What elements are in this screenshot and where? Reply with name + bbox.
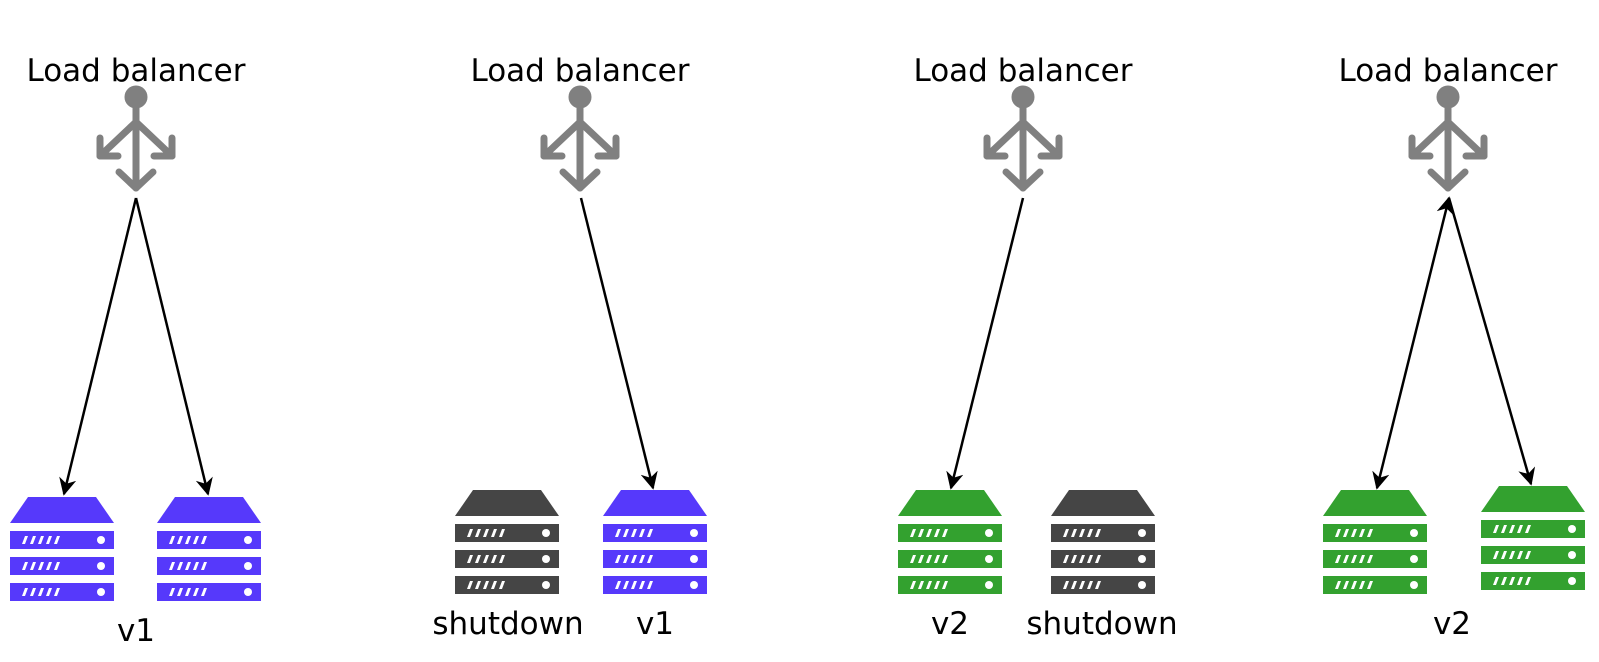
server-rack-unit [1481, 520, 1585, 538]
server-top [1051, 490, 1155, 516]
server-rack-unit [455, 550, 559, 568]
connection-arrow [59, 197, 138, 496]
server-top [603, 490, 707, 516]
panel-2: Load balancer shutdown v1 [432, 53, 707, 642]
panel-4: Load balancer v2 [1323, 53, 1585, 642]
load-balancer-icon [100, 86, 172, 188]
server-rack-unit [1051, 550, 1155, 568]
server-rack-unit [455, 576, 559, 594]
connection-arrow [1372, 196, 1454, 490]
server-icon [603, 490, 707, 594]
server-top [157, 497, 261, 523]
panel-1: Load balancer v1 [10, 53, 261, 649]
server-rack-unit [1481, 546, 1585, 564]
server-rack-unit [157, 583, 261, 601]
load-balancer-label: Load balancer [913, 53, 1132, 89]
server-top [455, 490, 559, 516]
server-label: v2 [1433, 606, 1471, 642]
connection-arrow [1447, 197, 1536, 486]
load-balancer-icon [987, 86, 1059, 188]
server-top [1323, 490, 1427, 516]
server-rack-unit [898, 550, 1002, 568]
server-rack-unit [603, 550, 707, 568]
server-icon [1323, 490, 1427, 594]
server-rack-unit [10, 531, 114, 549]
connection-arrow [946, 197, 1025, 490]
server-top [898, 490, 1002, 516]
server-label: v2 [931, 606, 969, 642]
server-icon [157, 497, 261, 601]
server-label: shutdown [1026, 606, 1177, 642]
server-rack-unit [898, 576, 1002, 594]
server-icon [10, 497, 114, 601]
load-balancer-label: Load balancer [26, 53, 245, 89]
server-rack-unit [898, 524, 1002, 542]
load-balancer-icon [544, 86, 616, 188]
server-rack-unit [10, 557, 114, 575]
server-rack-unit [455, 524, 559, 542]
load-balancer-icon [1412, 86, 1484, 188]
server-icon [1051, 490, 1155, 594]
connection-arrow [579, 197, 658, 490]
server-rack-unit [1323, 550, 1427, 568]
server-label: v1 [636, 606, 674, 642]
server-rack-unit [1323, 524, 1427, 542]
server-icon [1481, 486, 1585, 590]
server-rack-unit [1051, 524, 1155, 542]
server-top [1481, 486, 1585, 512]
server-label: v1 [117, 613, 155, 649]
load-balancer-label: Load balancer [470, 53, 689, 89]
load-balancer-label: Load balancer [1338, 53, 1557, 89]
server-rack-unit [1051, 576, 1155, 594]
server-label: shutdown [432, 606, 583, 642]
server-rack-unit [1481, 572, 1585, 590]
server-rack-unit [157, 531, 261, 549]
server-top [10, 497, 114, 523]
server-icon [455, 490, 559, 594]
connection-arrow [134, 197, 213, 496]
server-rack-unit [603, 576, 707, 594]
server-rack-unit [157, 557, 261, 575]
server-rack-unit [1323, 576, 1427, 594]
server-rack-unit [10, 583, 114, 601]
server-icon [898, 490, 1002, 594]
server-rack-unit [603, 524, 707, 542]
panel-3: Load balancer v2 shutdown [898, 53, 1178, 642]
